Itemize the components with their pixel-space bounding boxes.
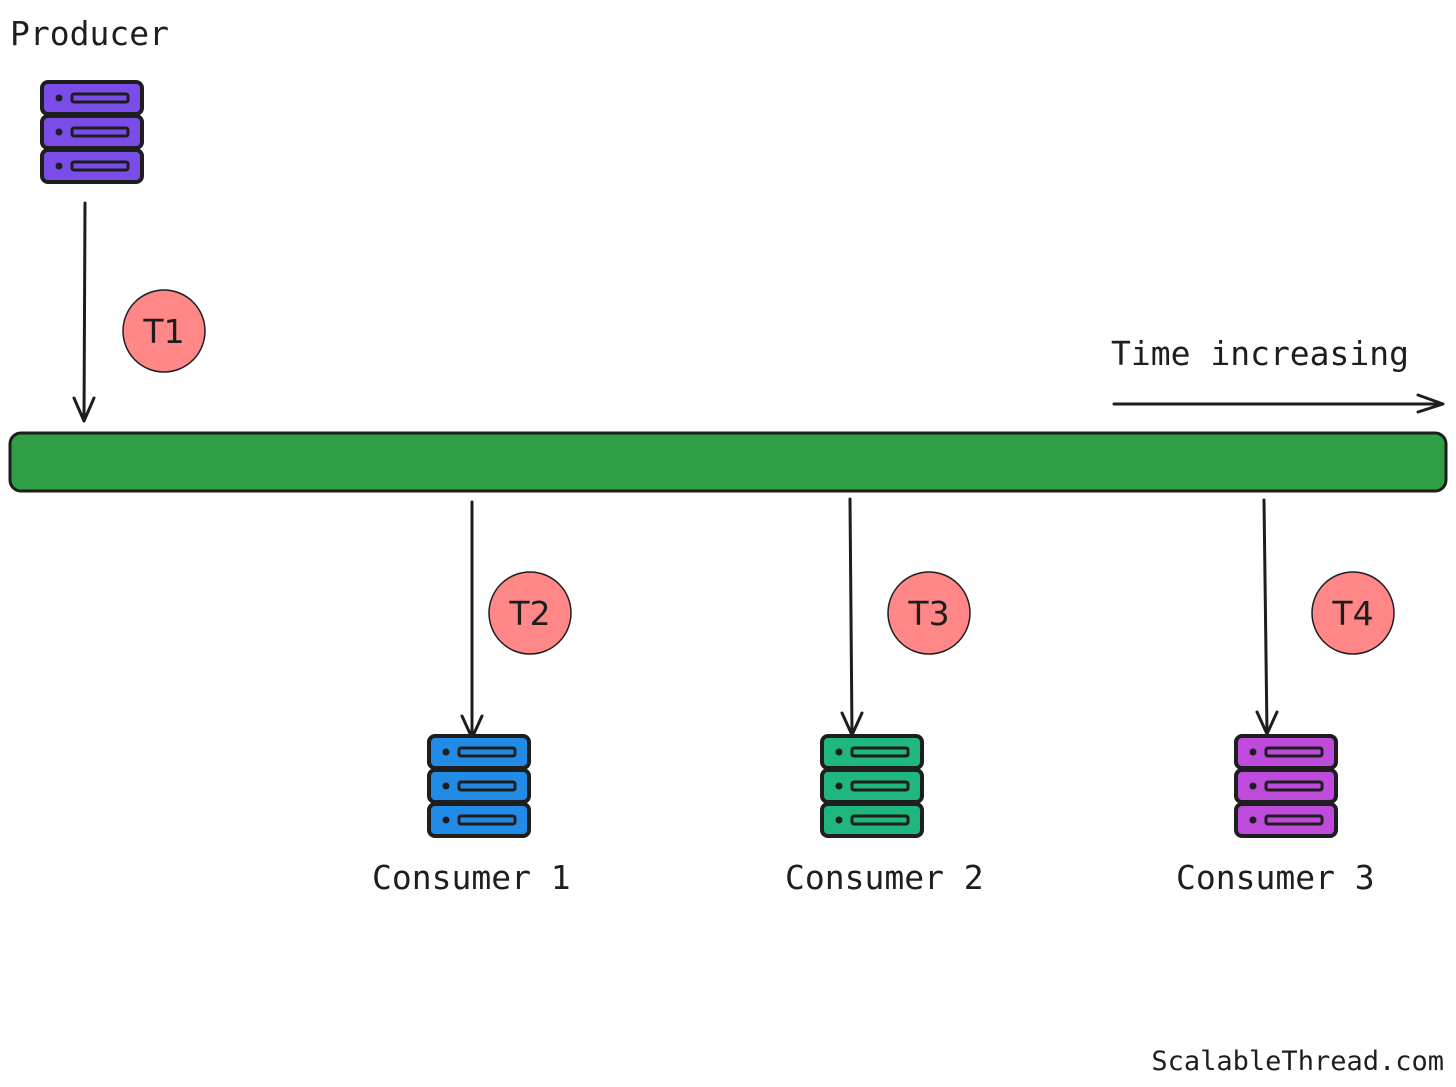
producer-label: Producer — [10, 14, 169, 53]
badge-t1-circle — [122, 289, 206, 373]
badge-t2-circle — [488, 571, 572, 655]
consumer-2-arrow-icon — [840, 497, 864, 737]
badge-t3: T3 — [887, 571, 971, 655]
badge-t2-label: T2 — [508, 594, 550, 633]
producer-arrow-icon — [72, 201, 96, 423]
badge-t1-label: T1 — [142, 312, 184, 351]
producer-server-icon — [40, 80, 144, 184]
consumer-2-label: Consumer 2 — [785, 858, 984, 897]
badge-t2: T2 — [488, 571, 572, 655]
consumer-1-server-icon — [427, 734, 531, 838]
consumer-1-label: Consumer 1 — [372, 858, 571, 897]
consumer-2-server-icon — [820, 734, 924, 838]
consumer-1-arrow-icon — [460, 500, 484, 740]
footer-brand: ScalableThread.com — [1151, 1046, 1444, 1077]
time-arrow-icon — [1112, 393, 1445, 414]
badge-t3-circle — [887, 571, 971, 655]
badge-t4-label: T4 — [1331, 594, 1373, 633]
badge-t4-circle — [1311, 571, 1395, 655]
timeline-bar — [8, 431, 1448, 493]
badge-t1: T1 — [122, 289, 206, 373]
badge-t4: T4 — [1311, 571, 1395, 655]
consumer-3-label: Consumer 3 — [1176, 858, 1375, 897]
badge-t3-label: T3 — [907, 594, 949, 633]
consumer-3-server-icon — [1234, 734, 1338, 838]
consumer-3-arrow-icon — [1255, 498, 1279, 736]
time-increasing-label: Time increasing — [1111, 334, 1409, 373]
